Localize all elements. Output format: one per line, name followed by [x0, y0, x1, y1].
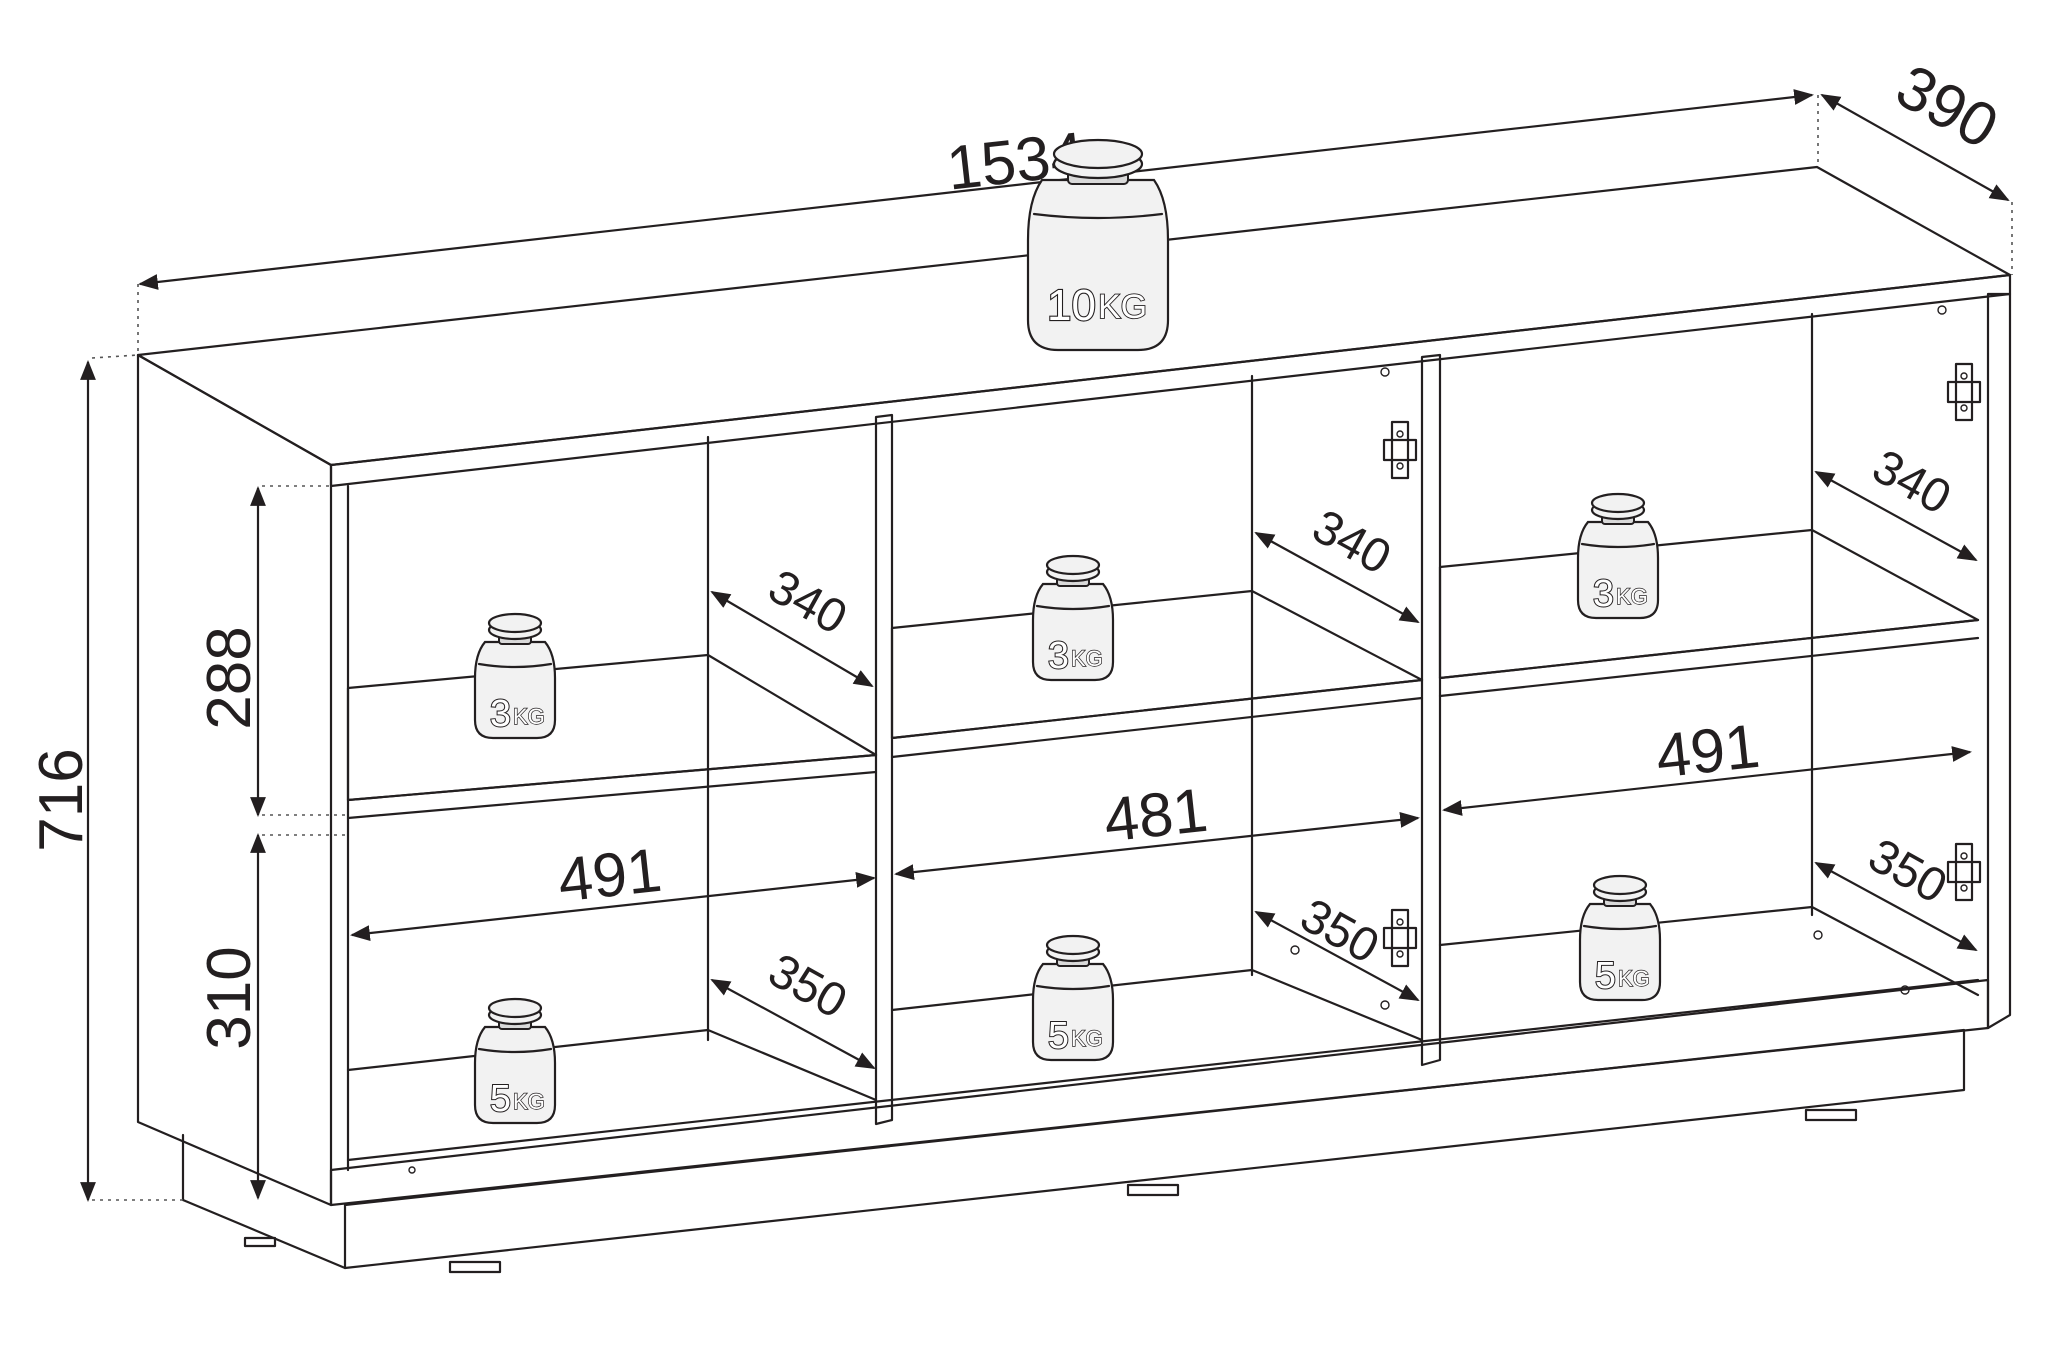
dim-line-shelf-depth-center — [1254, 532, 1420, 623]
foot-2 — [1126, 1183, 1180, 1197]
shelf-pin-hole — [408, 1166, 416, 1174]
dim-line-shelf-depth-right — [1814, 471, 1978, 561]
cabinet-dividers — [706, 312, 1814, 1126]
label-total-height: 716 — [27, 748, 96, 851]
weight-value: 10 — [1047, 281, 1096, 330]
weight-value: 5 — [490, 1078, 511, 1120]
weight-unit: KG — [1618, 966, 1650, 991]
weight-value: 5 — [1595, 955, 1616, 997]
weight-icon-bottom-left: 5 KG — [473, 997, 557, 1125]
cabinet-bottom-rail — [329, 978, 1990, 1207]
dim-line-floor-depth-left — [710, 979, 876, 1069]
label-floor-depth-right: 350 — [1860, 829, 1956, 914]
weight-icon-top: 10 KG — [1026, 138, 1170, 352]
dim-line-left-width — [350, 872, 876, 941]
weight-icon-shelf-left: 3 KG — [473, 612, 557, 740]
weight-icon-shelf-right: 3 KG — [1576, 492, 1660, 620]
cabinet-left-side — [136, 353, 333, 1207]
weight-unit: KG — [1071, 1026, 1103, 1051]
shelf-right-upper — [1438, 528, 1980, 680]
hinge-icon — [1382, 420, 1418, 480]
weight-icon-shelf-center: 3 KG — [1031, 554, 1115, 682]
label-shelf-depth-center: 340 — [1304, 500, 1400, 585]
label-shelf-depth-left: 340 — [760, 560, 856, 645]
weight-value: 3 — [1593, 573, 1614, 615]
dim-line-center-width — [894, 812, 1420, 880]
label-depth: 390 — [1885, 52, 2009, 163]
cabinet-outline — [136, 165, 2012, 1274]
label-shelf-depth-right: 340 — [1864, 440, 1960, 525]
shelf-pin-hole — [1290, 945, 1300, 955]
dimension-labels: 1534 390 716 288 310 491 481 491 340 340… — [27, 52, 2009, 1050]
weight-unit: KG — [1616, 584, 1648, 609]
dim-line-total-width — [138, 89, 1814, 290]
dimension-lines — [80, 89, 2013, 1202]
left-plinth-bottom — [181, 1198, 347, 1270]
weight-unit: KG — [1071, 646, 1103, 671]
hinge-icon — [1946, 362, 1982, 422]
weight-unit: KG — [513, 1089, 545, 1114]
foot-1 — [448, 1260, 502, 1274]
weight-value: 5 — [1048, 1015, 1069, 1057]
weight-icon-bottom-right: 5 KG — [1578, 874, 1662, 1002]
weight-unit: KG — [513, 704, 545, 729]
shelf-pin-hole — [1380, 367, 1390, 377]
label-lower-height: 310 — [195, 946, 264, 1049]
label-floor-depth-left: 350 — [760, 944, 856, 1029]
label-floor-depth-center: 350 — [1292, 889, 1388, 974]
dim-line-right-width — [1442, 746, 1972, 816]
dim-line-shelf-depth-left — [710, 590, 874, 688]
weight-value: 3 — [490, 693, 511, 735]
hinge-icon — [1382, 908, 1418, 968]
label-left-width: 491 — [555, 836, 665, 916]
shelf-pin-hole — [1900, 985, 1910, 995]
shelf-pin-hole — [1380, 1000, 1390, 1010]
weight-icon-bottom-center: 5 KG — [1031, 934, 1115, 1062]
dim-line-depth — [1820, 94, 2010, 201]
foot-4 — [243, 1236, 277, 1248]
foot-3 — [1804, 1108, 1858, 1122]
dim-line-floor-depth-right — [1814, 862, 1978, 951]
shelf-center-upper — [890, 589, 1424, 740]
dim-line-floor-depth-center — [1254, 911, 1420, 1001]
shelf-pin-hole — [1813, 930, 1823, 940]
weight-unit: KG — [1098, 288, 1147, 326]
label-center-width: 481 — [1101, 776, 1211, 856]
divider-right — [1420, 353, 1442, 1067]
cabinet-top-front-edge — [329, 273, 2012, 488]
divider-left — [874, 413, 894, 1126]
label-right-width: 491 — [1653, 712, 1763, 792]
label-upper-height: 288 — [195, 626, 264, 729]
shelf-pin-hole — [1937, 305, 1947, 315]
weight-value: 3 — [1048, 635, 1069, 677]
cabinet-right-side-edge — [1986, 292, 2012, 1030]
cabinet-plinth — [343, 1028, 1966, 1270]
